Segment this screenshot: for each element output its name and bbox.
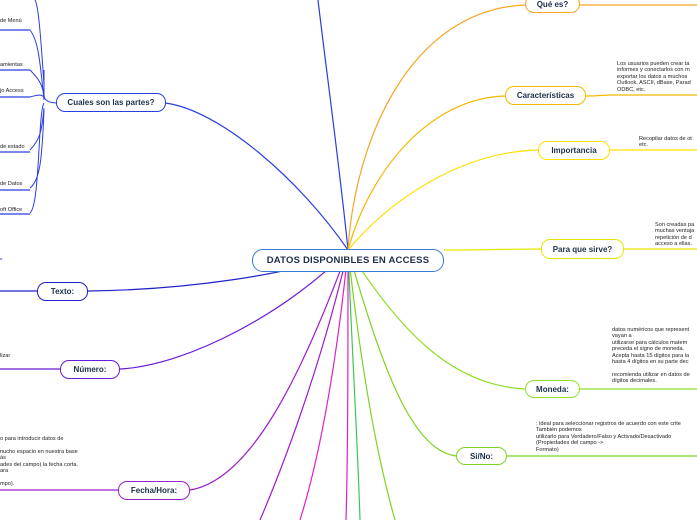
connector-fecha [189, 249, 349, 491]
fecha-text: o para introducir datos de nucho espacio… [0, 436, 79, 487]
topic-numero[interactable]: Número: [60, 360, 120, 379]
topic-si-no[interactable]: Si/No: [456, 447, 507, 465]
connector-caracteristicas [347, 95, 506, 251]
connector-bottom-4 [299, 249, 349, 520]
connector-top [317, 0, 349, 251]
connector-bottom-5 [259, 249, 349, 520]
topic-texto[interactable]: Texto: [37, 282, 88, 301]
connector-si-no [347, 249, 457, 457]
importancia-text: Recopilar datos de ot etc. [639, 136, 692, 149]
topic-importancia[interactable]: Importancia [538, 141, 610, 160]
connector-bottom-3 [345, 249, 349, 520]
numero-text: lizar [0, 353, 11, 359]
topic-fecha[interactable]: Fecha/Hora: [118, 481, 190, 500]
partes-item-access: jo Access [0, 88, 24, 94]
connector-importancia [347, 149, 539, 251]
para-que-text: Son creadas pa muchas ventaja repetición… [655, 222, 695, 248]
topic-para-que[interactable]: Para que sirve? [541, 239, 624, 259]
connector-caracteristicas-out [585, 94, 697, 97]
caracteristicas-text: Los usuarios pueden crear ta informes y … [617, 61, 691, 93]
topic-caracteristicas[interactable]: Características [505, 86, 586, 105]
connector-numero [119, 249, 349, 370]
connector-left-underlines [0, 29, 30, 215]
topic-que-es[interactable]: Qué es? [525, 0, 580, 13]
connector-moneda [347, 249, 526, 390]
partes-item-herramientas: amientas [0, 62, 23, 68]
central-topic[interactable]: DATOS DISPONIBLES EN ACCESS [252, 249, 444, 272]
partes-item-datos: de Datos [0, 181, 23, 187]
partes-item-estado: de estado [0, 144, 25, 150]
si-no-text: : ideal para seleccionar registros de ac… [536, 421, 681, 453]
connector-bottom-2 [347, 249, 361, 520]
topic-partes[interactable]: Cuales son las partes? [56, 93, 166, 112]
moneda-text: datos numéricos que represent vayan a ut… [612, 327, 690, 385]
partes-item-menu: de Menú [0, 18, 22, 24]
connector-left-sub [29, 0, 59, 214]
connector-left-branch [164, 102, 349, 251]
topic-moneda[interactable]: Moneda: [525, 380, 580, 398]
partes-item-office: oft Office [0, 207, 23, 213]
connector-que-es [347, 4, 526, 251]
connector-para-que [443, 248, 542, 251]
connector-bottom-1 [347, 249, 396, 520]
